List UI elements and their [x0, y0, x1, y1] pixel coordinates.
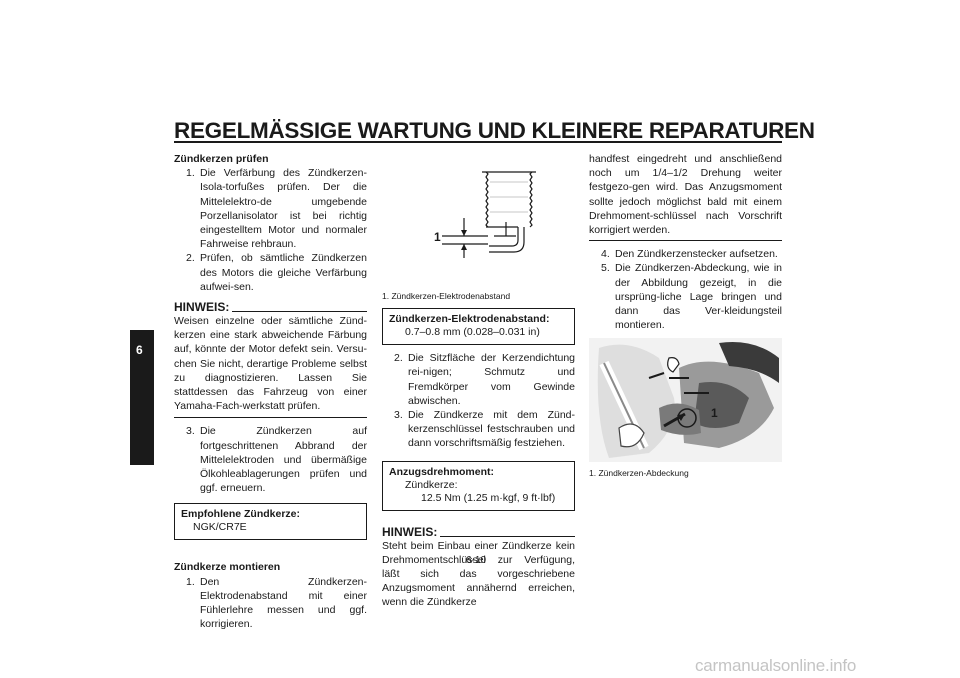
tightening-torque-box: Anzugsdrehmoment: Zündkerze: 12.5 Nm (1.…	[382, 460, 575, 511]
step-number: 2.	[186, 252, 195, 265]
step-number: 1.	[186, 167, 195, 180]
recommended-plug-box: Empfohlene Zündkerze: NGK/CR7E	[174, 503, 367, 541]
column-3: handfest eingedreht und anschließend noc…	[589, 152, 782, 479]
figure-caption-gap: 1. Zündkerzen-Elektrodenabstand	[382, 291, 511, 302]
heading-install-spark-plug: Zündkerze montieren	[174, 561, 281, 574]
figure-callout-1: 1	[711, 406, 718, 421]
step-install-1: 1. Den Zündkerzen-Elektrodenabstand mit …	[186, 575, 367, 632]
step-check-3: 3. Die Zündkerzen auf fortgeschrittenen …	[186, 424, 367, 495]
note-heading: HINWEIS:	[174, 300, 367, 314]
spark-plug-gap-diagram	[442, 171, 536, 258]
page-number: 6-10	[466, 555, 487, 566]
step-text: Den Zündkerzenstecker aufsetzen.	[615, 248, 778, 261]
note-text: Weisen einzelne oder sämtliche Zünd-kerz…	[174, 315, 367, 413]
step-number: 4.	[601, 248, 610, 261]
continued-note-text: handfest eingedreht und anschließend noc…	[589, 153, 782, 237]
note-label: HINWEIS:	[382, 524, 438, 539]
step-number: 2.	[394, 352, 403, 365]
box-title: Empfohlene Zündkerze:	[181, 508, 301, 521]
step-number: 5.	[601, 262, 610, 275]
step-number: 3.	[394, 409, 403, 422]
note-end-rule	[174, 417, 367, 419]
step-text: Die Zündkerze mit dem Zünd-kerzenschlüss…	[408, 409, 575, 450]
box-title: Anzugsdrehmoment:	[389, 465, 494, 478]
figure-callout-1: 1	[434, 230, 441, 244]
box-title: Zündkerzen-Elektrodenabstand:	[389, 313, 550, 326]
step-install-3: 3. Die Zündkerze mit dem Zünd-kerzenschl…	[394, 408, 575, 451]
step-check-1: 1. Die Verfärbung des Zündkerzen-Isola-t…	[186, 166, 367, 251]
note-end-rule	[589, 240, 782, 242]
step-text: Den Zündkerzen-Elektrodenabstand mit ein…	[200, 575, 367, 631]
step-check-2: 2. Prüfen, ob sämtliche Zündkerzen des M…	[186, 251, 367, 294]
step-number: 3.	[186, 425, 195, 438]
page-title: REGELMÄSSIGE WARTUNG UND KLEINERE REPARA…	[174, 118, 815, 143]
spark-plug-cover-photo: 1	[589, 338, 782, 463]
box-value: 0.7–0.8 mm (0.028–0.031 in)	[405, 326, 540, 339]
heading-check-spark-plugs: Zündkerzen prüfen	[174, 153, 269, 165]
step-text: Die Verfärbung des Zündkerzen-Isola-torf…	[200, 167, 367, 251]
step-text: Die Zündkerzen-Abdeckung, wie in der Abb…	[615, 262, 782, 332]
step-number: 1.	[186, 575, 195, 588]
box-value: 12.5 Nm (1.25 m·kgf, 9 ft·lbf)	[421, 491, 556, 504]
note-rule	[232, 311, 367, 313]
note-label: HINWEIS:	[174, 300, 230, 315]
step-text: Die Sitzfläche der Kerzendichtung rei-ni…	[408, 352, 575, 407]
engine-photo-illustration	[589, 338, 782, 463]
step-install-4: 4. Den Zündkerzenstecker aufsetzen.	[601, 247, 782, 261]
box-subtitle: Zündkerze:	[405, 478, 458, 491]
step-text: Die Zündkerzen auf fortgeschrittenen Abb…	[200, 425, 367, 495]
step-install-2: 2. Die Sitzfläche der Kerzendichtung rei…	[394, 351, 575, 408]
watermark: carmanualsonline.info	[695, 656, 857, 675]
chapter-tab	[130, 330, 154, 465]
box-value: NGK/CR7E	[193, 521, 247, 534]
step-install-5: 5. Die Zündkerzen-Abdeckung, wie in der …	[601, 261, 782, 332]
figure-caption-cover: 1. Zündkerzen-Abdeckung	[589, 468, 689, 479]
chapter-number: 6	[136, 343, 143, 357]
note-rule	[440, 535, 575, 537]
electrode-gap-box: Zündkerzen-Elektrodenabstand: 0.7–0.8 mm…	[382, 308, 575, 346]
step-text: Prüfen, ob sämtliche Zündkerzen des Moto…	[200, 252, 367, 293]
column-2: 1 1. Zündkerzen-Elektrodenabstand Zündke…	[382, 152, 575, 610]
column-1: Zündkerzen prüfen 1. Die Verfärbung des …	[174, 152, 367, 631]
note-text: Steht beim Einbau einer Zündkerze kein D…	[382, 539, 575, 609]
note-heading-2: HINWEIS:	[382, 525, 575, 539]
title-rule	[174, 141, 782, 143]
